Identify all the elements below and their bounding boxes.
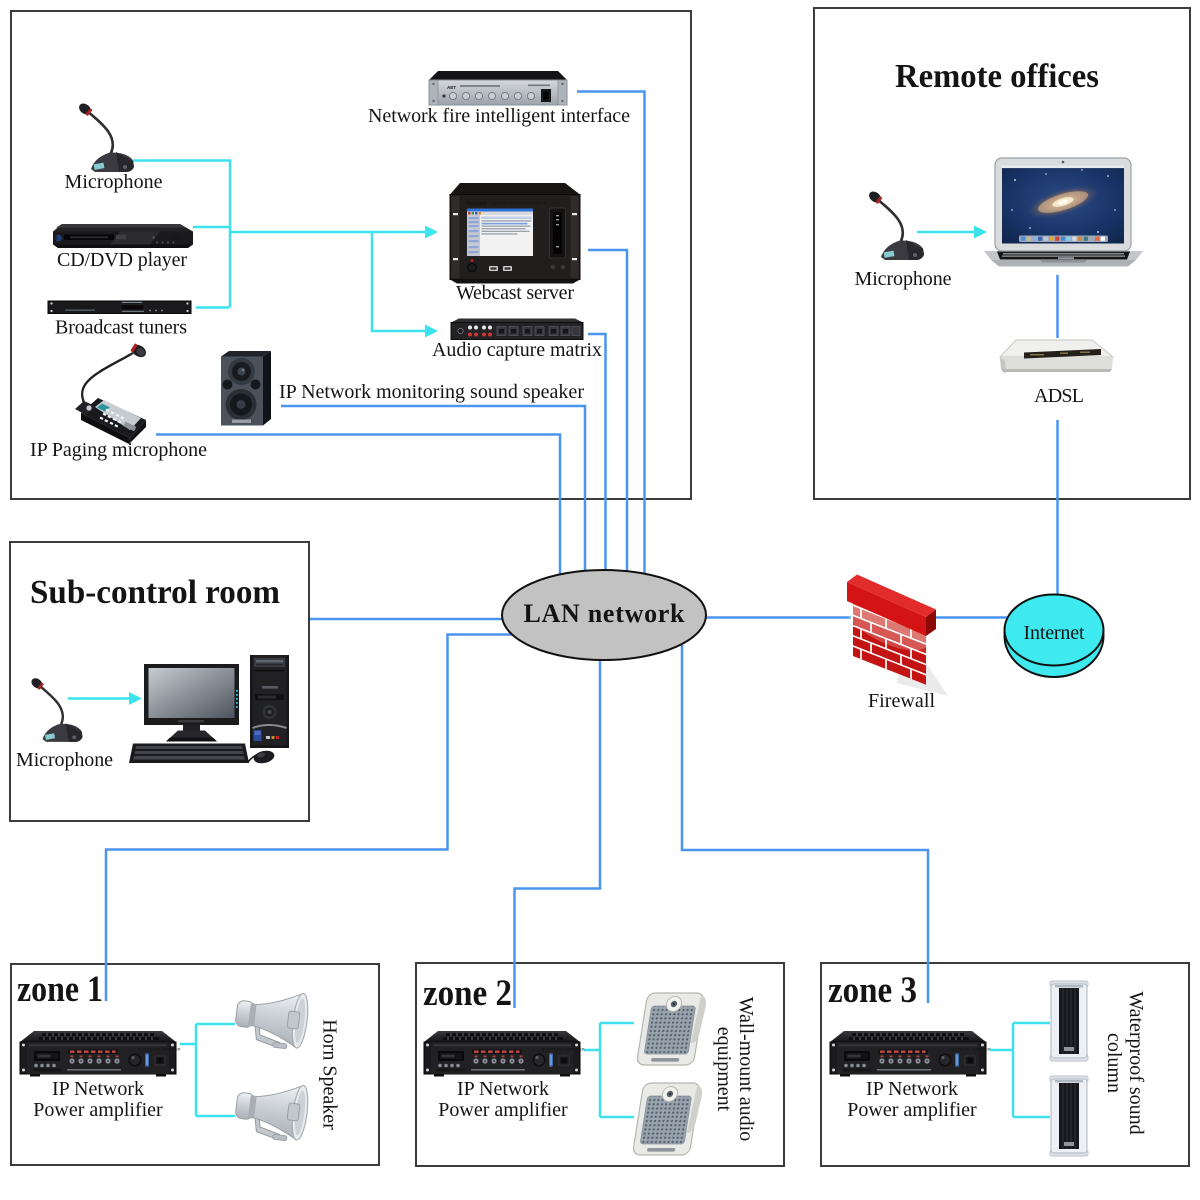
svg-text:Internet: Internet	[1024, 622, 1085, 644]
svg-text:Microphone: Microphone	[855, 268, 952, 290]
svg-text:zone 1: zone 1	[17, 969, 103, 1010]
svg-text:zone 2: zone 2	[423, 973, 512, 1014]
svg-text:Microphone: Microphone	[16, 749, 113, 771]
svg-text:XXX_Channel: XXX_Channel	[65, 304, 91, 309]
svg-text:Wall-mount audio: Wall-mount audio	[735, 997, 757, 1141]
svg-text:Sub-control room: Sub-control room	[30, 574, 280, 611]
svg-text:IP Network monitoring sound sp: IP Network monitoring sound speaker	[279, 381, 584, 403]
svg-text:Broadcast tuners: Broadcast tuners	[55, 317, 187, 339]
svg-text:DVD: DVD	[172, 236, 182, 241]
svg-text:Remote offices: Remote offices	[895, 58, 1099, 95]
svg-text:CD/DVD player: CD/DVD player	[57, 249, 187, 271]
svg-text:AET: AET	[447, 85, 456, 90]
svg-text:Firewall: Firewall	[868, 690, 935, 712]
svg-text:IP Network: IP Network	[866, 1078, 958, 1100]
svg-text:Power amplifier: Power amplifier	[33, 1099, 163, 1121]
svg-text:Power amplifier: Power amplifier	[847, 1099, 977, 1121]
svg-text:Horn Speaker: Horn Speaker	[319, 1019, 341, 1130]
svg-text:column: column	[1103, 1033, 1125, 1093]
svg-text:ADSL: ADSL	[1034, 385, 1084, 407]
svg-text:IP Paging microphone: IP Paging microphone	[30, 439, 207, 461]
svg-text:equipment: equipment	[713, 1027, 735, 1112]
svg-text:Network Control Controller XH: Network Control Controller XH-2000	[492, 201, 560, 206]
svg-text:Microphone: Microphone	[65, 171, 163, 193]
svg-text:B: B	[55, 236, 59, 242]
svg-text:Network fire intelligent inter: Network fire intelligent interface	[368, 105, 630, 127]
svg-text:IP Network: IP Network	[52, 1078, 144, 1100]
svg-text:zone 3: zone 3	[828, 970, 917, 1011]
svg-text:LAN network: LAN network	[524, 599, 686, 628]
svg-text:Power amplifier: Power amplifier	[438, 1099, 568, 1121]
svg-text:Audio capture matrix: Audio capture matrix	[432, 339, 602, 361]
svg-text:IP Network: IP Network	[457, 1078, 549, 1100]
svg-text:Hsonpa: Hsonpa	[466, 201, 486, 207]
svg-text:Webcast server: Webcast server	[456, 282, 574, 304]
svg-text:Waterproof sound: Waterproof sound	[1125, 991, 1147, 1134]
